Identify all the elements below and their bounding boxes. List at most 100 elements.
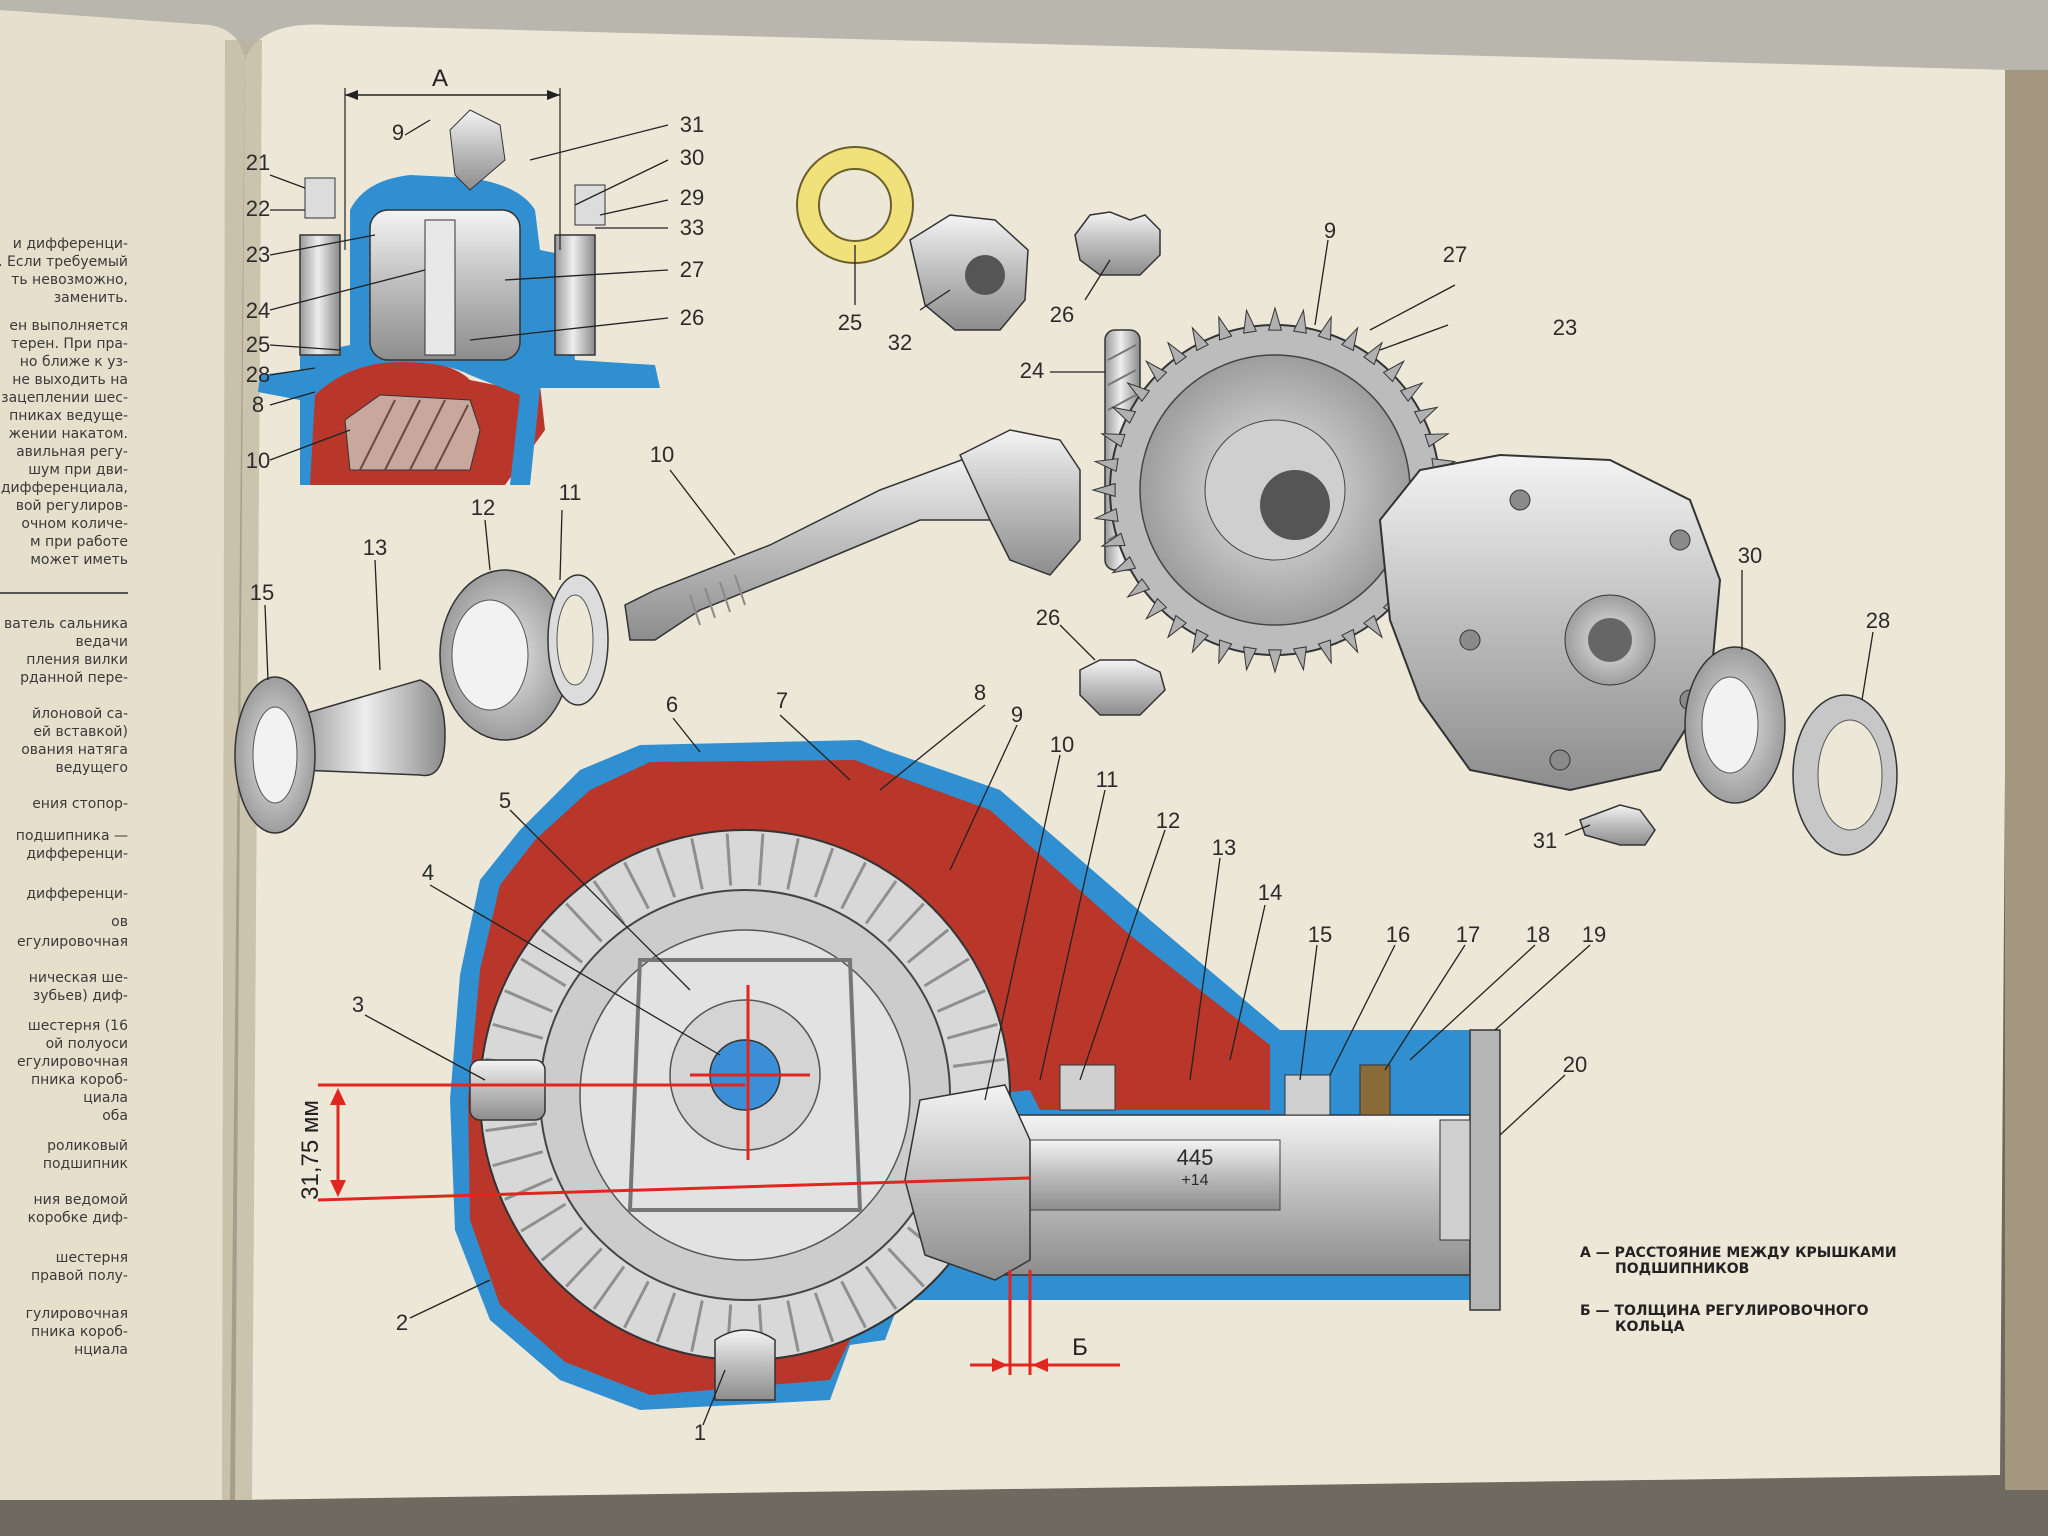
- section-gear-tooth: [813, 847, 835, 898]
- inset-callout: 27: [680, 257, 704, 282]
- main-cross-section: 31,75 мм Б 445 +14: [297, 680, 1606, 1445]
- section-callout: 6: [666, 692, 678, 717]
- left-page-line: пления вилки: [26, 652, 128, 668]
- section-callout: 8: [974, 680, 986, 705]
- ring-gear-tooth: [1399, 381, 1424, 403]
- ring-gear-tooth: [1191, 326, 1209, 352]
- left-page-line: циала: [83, 1090, 128, 1106]
- left-page-line: не выходить на: [12, 372, 128, 388]
- section-gear-tooth: [655, 1292, 677, 1343]
- ring-gear-tooth: [1292, 646, 1307, 672]
- left-page-line: йлоновой са-: [32, 706, 128, 722]
- left-page-line: гулировочная: [26, 1306, 128, 1322]
- inset-cap-bolt-right: [574, 184, 606, 226]
- left-page-line: пниках ведуще-: [9, 408, 128, 424]
- inset-callout: 31: [680, 112, 704, 137]
- section-gear-tooth: [565, 1247, 603, 1288]
- left-page-line: ения стопор-: [32, 796, 128, 812]
- ring-gear-tooth: [1424, 433, 1450, 448]
- left-page-line: но ближе к уз-: [20, 354, 128, 370]
- satellite-gear-top: [1074, 211, 1161, 276]
- section-gear-tooth: [923, 957, 970, 988]
- left-page-line: правой полу-: [31, 1268, 128, 1284]
- legend-b-line2: КОЛЬЦА: [1615, 1319, 1685, 1335]
- section-gear-tooth: [492, 1022, 544, 1040]
- left-page-line: очном количе-: [21, 516, 128, 532]
- ring-gear-tooth: [1292, 308, 1307, 334]
- inset-callout: 26: [680, 305, 704, 330]
- drive-pinion-head: [959, 429, 1081, 576]
- inset-dimension-label: А: [432, 65, 448, 92]
- ring-gear-tooth: [1317, 315, 1332, 341]
- section-callout: 20: [1563, 1052, 1587, 1077]
- inset-callout: 25: [246, 332, 270, 357]
- inset-callout: 23: [246, 242, 270, 267]
- filler-plug: [469, 1059, 546, 1121]
- ring-gear-tooth: [1191, 628, 1209, 654]
- section-gear-tooth: [592, 1265, 626, 1310]
- section-gear-tooth: [504, 989, 553, 1013]
- section-gear-tooth: [757, 833, 765, 886]
- inset-callout: 28: [246, 362, 270, 387]
- ring-gear-tooth: [1317, 639, 1332, 665]
- section-gear-tooth: [864, 1265, 898, 1310]
- left-page-line: терен. При пра-: [11, 336, 128, 352]
- exploded-callout: 27: [1443, 242, 1467, 267]
- inset-callout: 33: [680, 215, 704, 240]
- section-gear-tooth: [840, 1280, 867, 1329]
- section-gear-tooth: [786, 838, 800, 890]
- section-gear-tooth: [540, 1226, 584, 1262]
- section-callout: 1: [694, 1420, 706, 1445]
- inset-callout: 8: [252, 392, 264, 417]
- left-page-line: рданной пере-: [20, 670, 128, 686]
- section-callout: 11: [1096, 767, 1119, 792]
- ring-gear-tooth: [1093, 458, 1119, 473]
- exploded-callout: 26: [1036, 605, 1060, 630]
- inset-callout: 21: [246, 150, 270, 175]
- left-page-line: ническая ше-: [29, 970, 128, 986]
- page-edge: [2005, 70, 2048, 1490]
- section-gear-tooth: [725, 833, 733, 886]
- section-gear-tooth: [690, 1300, 704, 1352]
- section-bearing-inner: [1059, 1064, 1116, 1111]
- dimension-b-label: Б: [1072, 1334, 1088, 1361]
- legend: А — РАССТОЯНИЕ МЕЖДУ КРЫШКАМИ ПОДШИПНИКО…: [1580, 1245, 1897, 1335]
- ring-gear-tooth: [1093, 507, 1119, 522]
- section-callout: 4: [422, 860, 434, 885]
- exploded-callout: 11: [559, 480, 582, 505]
- left-page-line: пника короб-: [31, 1072, 128, 1088]
- left-page: [0, 10, 245, 1500]
- section-callout: 3: [352, 992, 364, 1017]
- section-callout: 9: [1011, 702, 1023, 727]
- left-page-line: ой полуоси: [46, 1036, 128, 1052]
- ring-gear-tooth: [1126, 381, 1151, 403]
- inset-ring-gear: [449, 109, 506, 191]
- inset-axle-pin: [424, 219, 456, 356]
- section-gear-tooth: [887, 902, 925, 943]
- exploded-callout: 28: [1866, 608, 1890, 633]
- ring-gear-tooth: [1111, 556, 1137, 574]
- left-page-line: может иметь: [30, 552, 128, 568]
- section-gear-tooth: [946, 1022, 998, 1040]
- drain-plug: [714, 1329, 776, 1401]
- exploded-callout: 23: [1553, 315, 1577, 340]
- pinion-shaft-inner: [1019, 1139, 1281, 1211]
- left-page-line: ей вставкой): [33, 724, 128, 740]
- ring-gear-tooth: [1091, 482, 1116, 498]
- inset-cap-bolt: [304, 177, 336, 219]
- ring-gear-tooth: [1218, 315, 1233, 341]
- left-page-line: ватель сальника: [4, 616, 128, 632]
- section-gear-tooth: [655, 847, 677, 898]
- section-gear-tooth: [937, 989, 986, 1013]
- left-page-line: подшипника —: [16, 828, 128, 844]
- section-callout: 2: [396, 1310, 408, 1335]
- left-page-line: зубьев) диф-: [33, 988, 128, 1004]
- section-gear-tooth: [623, 1280, 650, 1329]
- section-gear-tooth: [492, 1150, 544, 1168]
- section-callout: 5: [499, 788, 511, 813]
- left-page-line: нциала: [74, 1342, 128, 1358]
